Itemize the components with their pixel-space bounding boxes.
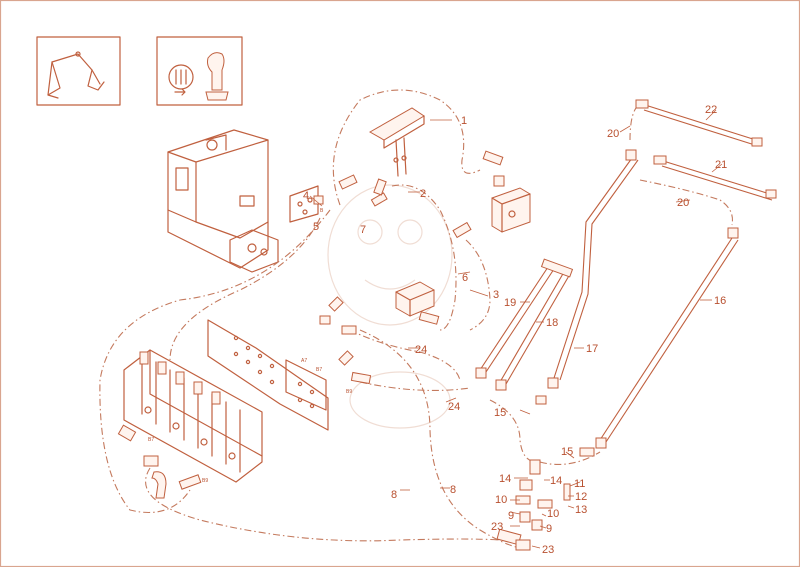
callout-10b: 10 (547, 508, 559, 520)
port-label-b7: B7 (316, 367, 322, 373)
hose-8b (359, 329, 521, 549)
callouts: 1 2 3 4 5 6 7 8 8 9 9 10 10 11 12 13 14 … (303, 104, 727, 556)
control-valve-bank (123, 349, 263, 483)
callout-12: 12 (575, 491, 587, 503)
callout-24b: 24 (448, 401, 460, 413)
callout-11: 11 (574, 478, 585, 490)
tube-18 (499, 271, 565, 383)
rigid-tubes (479, 103, 773, 443)
hose-24a (349, 329, 461, 381)
callout-13: 13 (575, 504, 587, 516)
port-label-a7: A7 (301, 358, 307, 364)
manifold-plate (207, 319, 329, 431)
callout-3: 3 (493, 289, 499, 301)
tube-17 (553, 157, 633, 379)
port-labels: A7 B7 B9 B7 B9 B (148, 208, 352, 484)
callout-8a: 8 (391, 489, 397, 501)
callout-18: 18 (546, 317, 558, 329)
hose-20b (639, 179, 734, 226)
callout-16: 16 (714, 295, 726, 307)
tube-21b (661, 165, 773, 201)
callout-21: 21 (715, 159, 727, 171)
tube-17b (559, 159, 639, 381)
tube-21 (659, 159, 771, 195)
valve-block-upper (491, 187, 531, 233)
callout-23b: 23 (542, 544, 554, 556)
port-label-b7b: B7 (148, 437, 154, 443)
hose-24b (359, 381, 471, 391)
hose-3 (465, 239, 491, 331)
inset-joystick (156, 36, 243, 106)
callout-20b: 20 (677, 197, 689, 209)
port-label-b9b: B9 (202, 478, 208, 484)
callout-17: 17 (586, 343, 598, 355)
hose-routes (99, 89, 734, 549)
leader-lines (309, 109, 723, 549)
callout-20a: 20 (607, 128, 619, 140)
callout-9a: 9 (508, 510, 514, 522)
callout-22: 22 (705, 104, 717, 116)
cab-housing (167, 129, 279, 273)
callout-14b: 14 (550, 475, 562, 487)
hose-15b (539, 451, 601, 465)
hose-8a (145, 467, 501, 542)
callout-1: 1 (461, 115, 467, 127)
callout-7: 7 (360, 224, 366, 236)
hose-2 (391, 184, 457, 331)
callout-24a: 24 (415, 344, 427, 356)
callout-2: 2 (420, 188, 426, 200)
hose-7 (169, 217, 321, 361)
callout-15a: 15 (494, 407, 506, 419)
hose-5 (99, 209, 331, 514)
callout-5: 5 (313, 221, 319, 233)
linkage-icon (47, 51, 105, 99)
port-label-b9: B9 (346, 389, 352, 395)
callout-6: 6 (462, 272, 468, 284)
callout-19: 19 (504, 297, 516, 309)
callout-4: 4 (303, 190, 309, 202)
callout-15b: 15 (561, 446, 573, 458)
fittings (117, 99, 777, 551)
callout-10a: 10 (495, 494, 507, 506)
inset-linkage (36, 36, 121, 106)
callout-23a: 23 (491, 521, 503, 533)
valve-plate-left (289, 185, 319, 223)
hose-15a (489, 399, 536, 463)
callout-9b: 9 (546, 523, 552, 535)
valve-block-middle (395, 281, 435, 317)
watermark-figure (327, 184, 453, 429)
joystick-icon (168, 52, 229, 101)
hose-20a (629, 103, 641, 141)
callout-14a: 14 (499, 473, 511, 485)
callout-8b: 8 (450, 484, 456, 496)
tube-16b (605, 239, 739, 443)
tube-16 (599, 237, 733, 441)
port-label-b: B (320, 208, 324, 214)
tube-19 (479, 263, 551, 371)
tube-18b (505, 273, 571, 385)
tube-19b (485, 265, 557, 373)
pilot-pedal (368, 107, 425, 177)
tube-22 (641, 103, 757, 141)
tube-22b (643, 109, 759, 147)
